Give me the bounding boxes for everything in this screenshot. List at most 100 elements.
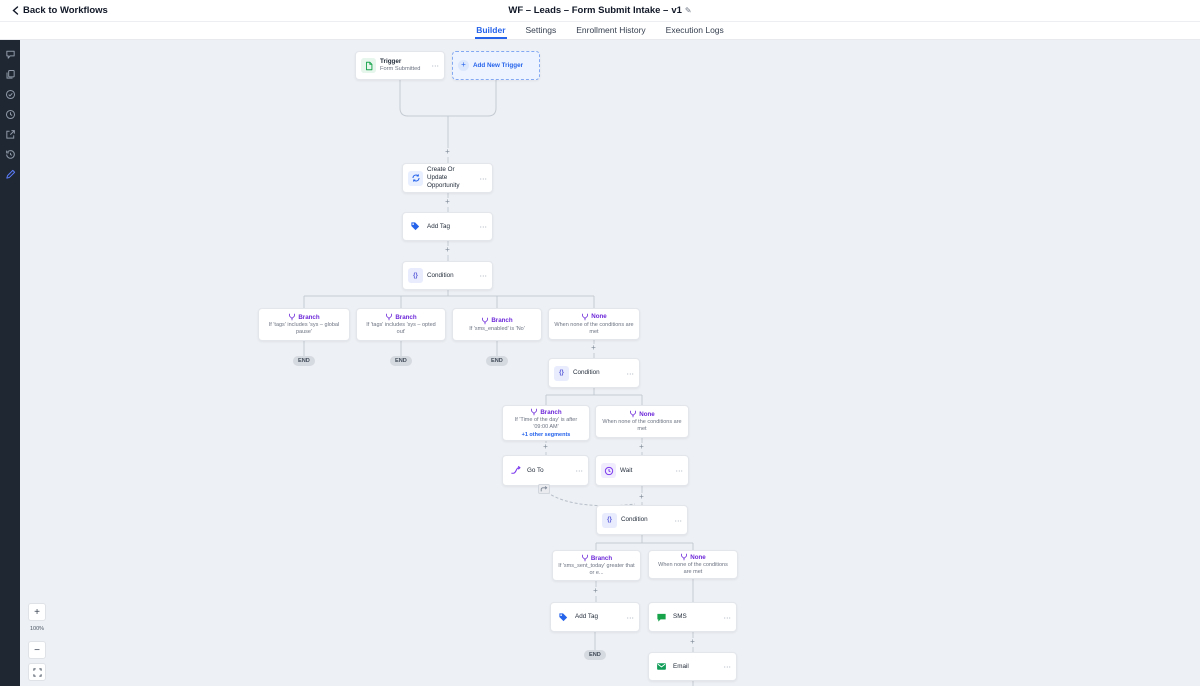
- node-menu-icon[interactable]: ⋯: [626, 368, 635, 378]
- zoom-in-button[interactable]: +: [28, 603, 46, 621]
- trigger-subtitle: Form Submitted: [380, 66, 421, 73]
- node-menu-icon[interactable]: ⋯: [626, 612, 635, 622]
- plus-icon: +: [458, 60, 469, 71]
- branch-node[interactable]: Branch If 'Time of the day' is after '09…: [502, 405, 590, 441]
- opportunity-node[interactable]: Create Or Update Opportunity ⋯: [402, 163, 493, 193]
- node-menu-icon[interactable]: ⋯: [675, 466, 684, 475]
- branch-more-segments[interactable]: +1 other segments: [521, 431, 571, 438]
- add-step-button[interactable]: +: [591, 587, 600, 596]
- branch-title: Branch: [590, 554, 613, 562]
- trigger-title: Trigger: [380, 57, 402, 65]
- back-to-workflows-button[interactable]: Back to Workflows: [12, 5, 108, 16]
- node-menu-icon[interactable]: ⋯: [431, 61, 440, 70]
- workflow-title-text: WF – Leads – Form Submit Intake –: [508, 5, 669, 16]
- tag-icon: [408, 219, 423, 234]
- node-menu-icon[interactable]: ⋯: [479, 173, 488, 183]
- branch-node[interactable]: Branch If 'sms_enabled' is 'No': [452, 308, 542, 341]
- branch-subtitle: If 'sms_sent_today' greater that or e...: [558, 563, 635, 576]
- branch-title: None: [591, 313, 607, 321]
- tab-enrollment-history[interactable]: Enrollment History: [576, 24, 646, 35]
- wait-clock-icon: [601, 463, 616, 478]
- end-badge: END: [486, 356, 508, 366]
- go-to-icon: [508, 463, 523, 478]
- condition-node[interactable]: {} Condition ⋯: [548, 358, 640, 388]
- node-menu-icon[interactable]: ⋯: [479, 222, 488, 231]
- tab-builder[interactable]: Builder: [475, 22, 507, 39]
- external-link-icon[interactable]: [5, 129, 16, 140]
- email-node[interactable]: Email ⋯: [648, 652, 737, 681]
- zoom-out-button[interactable]: −: [28, 641, 46, 659]
- none-branch-node[interactable]: None When none of the conditions are met: [548, 308, 640, 340]
- clock-icon[interactable]: [5, 109, 16, 120]
- condition-icon: {}: [554, 365, 569, 381]
- add-step-button[interactable]: +: [589, 344, 598, 353]
- branch-subtitle: When none of the conditions are met: [554, 321, 634, 335]
- branch-subtitle: When none of the conditions are met: [658, 562, 728, 575]
- wait-node[interactable]: Wait ⋯: [595, 455, 689, 486]
- none-branch-node[interactable]: None When none of the conditions are met: [595, 405, 689, 438]
- add-new-trigger-button[interactable]: + Add New Trigger: [452, 51, 540, 80]
- node-menu-icon[interactable]: ⋯: [674, 515, 683, 525]
- add-step-button[interactable]: +: [443, 246, 452, 255]
- add-step-button[interactable]: +: [637, 443, 646, 452]
- node-menu-icon[interactable]: ⋯: [723, 612, 732, 622]
- sms-icon: [654, 610, 669, 625]
- back-label: Back to Workflows: [23, 5, 108, 16]
- zoom-level: 100%: [29, 626, 45, 632]
- left-toolbar: [0, 40, 20, 686]
- sms-node[interactable]: SMS ⋯: [648, 602, 737, 632]
- add-tag-node[interactable]: Add Tag ⋯: [550, 602, 640, 632]
- email-icon: [654, 659, 669, 674]
- node-menu-icon[interactable]: ⋯: [723, 662, 732, 671]
- add-step-button[interactable]: +: [541, 443, 550, 452]
- branch-icon: [582, 554, 588, 562]
- branch-node[interactable]: Branch If 'sms_sent_today' greater that …: [552, 550, 641, 581]
- comment-icon[interactable]: [5, 49, 16, 60]
- tab-settings[interactable]: Settings: [525, 24, 557, 35]
- branch-icon: [531, 408, 538, 416]
- add-step-button[interactable]: +: [637, 493, 646, 502]
- history-icon[interactable]: [5, 149, 16, 160]
- fit-view-button[interactable]: [28, 663, 46, 681]
- condition-node[interactable]: {} Condition ⋯: [596, 505, 688, 535]
- go-to-node[interactable]: Go To ⋯: [502, 455, 589, 486]
- add-step-button[interactable]: +: [443, 148, 452, 157]
- add-tag-label: Add Tag: [427, 222, 450, 230]
- branch-title: Branch: [491, 317, 513, 325]
- branch-title: None: [639, 410, 655, 418]
- edit-title-icon[interactable]: ✎: [684, 6, 692, 15]
- branch-subtitle: When none of the conditions are met: [602, 419, 682, 432]
- goto-target-chip[interactable]: [538, 484, 550, 494]
- fit-view-icon: [32, 667, 42, 677]
- tag-icon: [556, 610, 571, 625]
- branch-icon: [482, 317, 489, 324]
- none-branch-node[interactable]: None When none of the conditions are met: [648, 550, 738, 579]
- branch-title: None: [690, 553, 706, 561]
- add-tag-node[interactable]: Add Tag ⋯: [402, 212, 493, 241]
- tab-execution-logs[interactable]: Execution Logs: [665, 24, 724, 35]
- add-step-button[interactable]: +: [688, 638, 697, 647]
- condition-node[interactable]: {} Condition ⋯: [402, 261, 493, 290]
- branch-node[interactable]: Branch If 'tags' includes 'sys – opted o…: [356, 308, 446, 341]
- wait-label: Wait: [620, 466, 633, 474]
- branch-title: Branch: [395, 313, 417, 321]
- add-step-button[interactable]: +: [443, 198, 452, 207]
- workflow-version: v1: [671, 5, 682, 16]
- branch-node[interactable]: Branch If 'tags' includes 'sys – global …: [258, 308, 350, 341]
- branch-icon: [630, 410, 637, 418]
- check-circle-icon[interactable]: [5, 89, 16, 100]
- branch-icon: [386, 313, 393, 321]
- workflow-title: WF – Leads – Form Submit Intake – v1 ✎: [0, 5, 1200, 16]
- go-to-label: Go To: [527, 466, 544, 474]
- condition-label: Condition: [621, 516, 648, 524]
- condition-icon: {}: [408, 268, 423, 283]
- branch-icon: [582, 313, 589, 320]
- node-menu-icon[interactable]: ⋯: [479, 271, 488, 280]
- sms-label: SMS: [673, 613, 687, 621]
- edit-icon[interactable]: [5, 169, 16, 180]
- end-badge: END: [390, 356, 412, 366]
- node-menu-icon[interactable]: ⋯: [575, 466, 584, 475]
- pages-icon[interactable]: [5, 69, 16, 80]
